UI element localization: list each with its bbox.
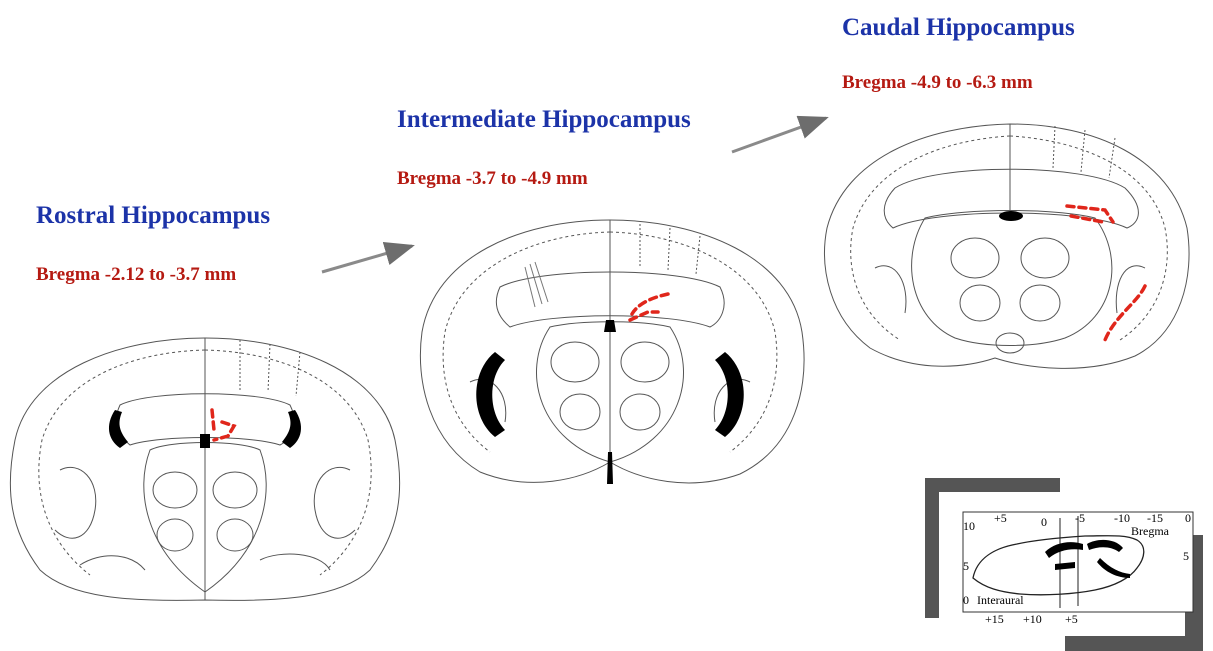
inset-bottom-tick-2: +5	[1065, 612, 1078, 626]
rostral-brain-section	[0, 330, 410, 605]
inset-left-tick-1: 5	[963, 559, 969, 573]
inset-interaural-label: Interaural	[977, 593, 1024, 607]
inset-bottom-tick-1: +10	[1023, 612, 1042, 626]
intermediate-brain-section	[410, 212, 820, 500]
inset-top-tick-0: +5	[994, 511, 1007, 525]
inset-top-tick-1: 0	[1041, 515, 1047, 529]
inset-bregma-label: Bregma	[1131, 524, 1170, 538]
caudal-brain-section	[815, 118, 1200, 380]
inset-left-tick-2: 0	[963, 593, 969, 607]
inset-top-tick-3: -10	[1114, 511, 1130, 525]
inset-bottom-tick-0: +15	[985, 612, 1004, 626]
inset-right-tick-0: 0	[1185, 511, 1191, 525]
inset-top-tick-4: -15	[1147, 511, 1163, 525]
sagittal-inset: +5 0 -5 -10 -15 Bregma 10 5 0 0 5 Intera…	[925, 478, 1203, 651]
inset-left-tick-0: 10	[963, 519, 975, 533]
arrow-rostral-to-intermediate	[322, 246, 412, 272]
arrow-intermediate-to-caudal	[732, 118, 826, 152]
inset-right-tick-1: 5	[1183, 549, 1189, 563]
inset-top-tick-2: -5	[1075, 511, 1085, 525]
